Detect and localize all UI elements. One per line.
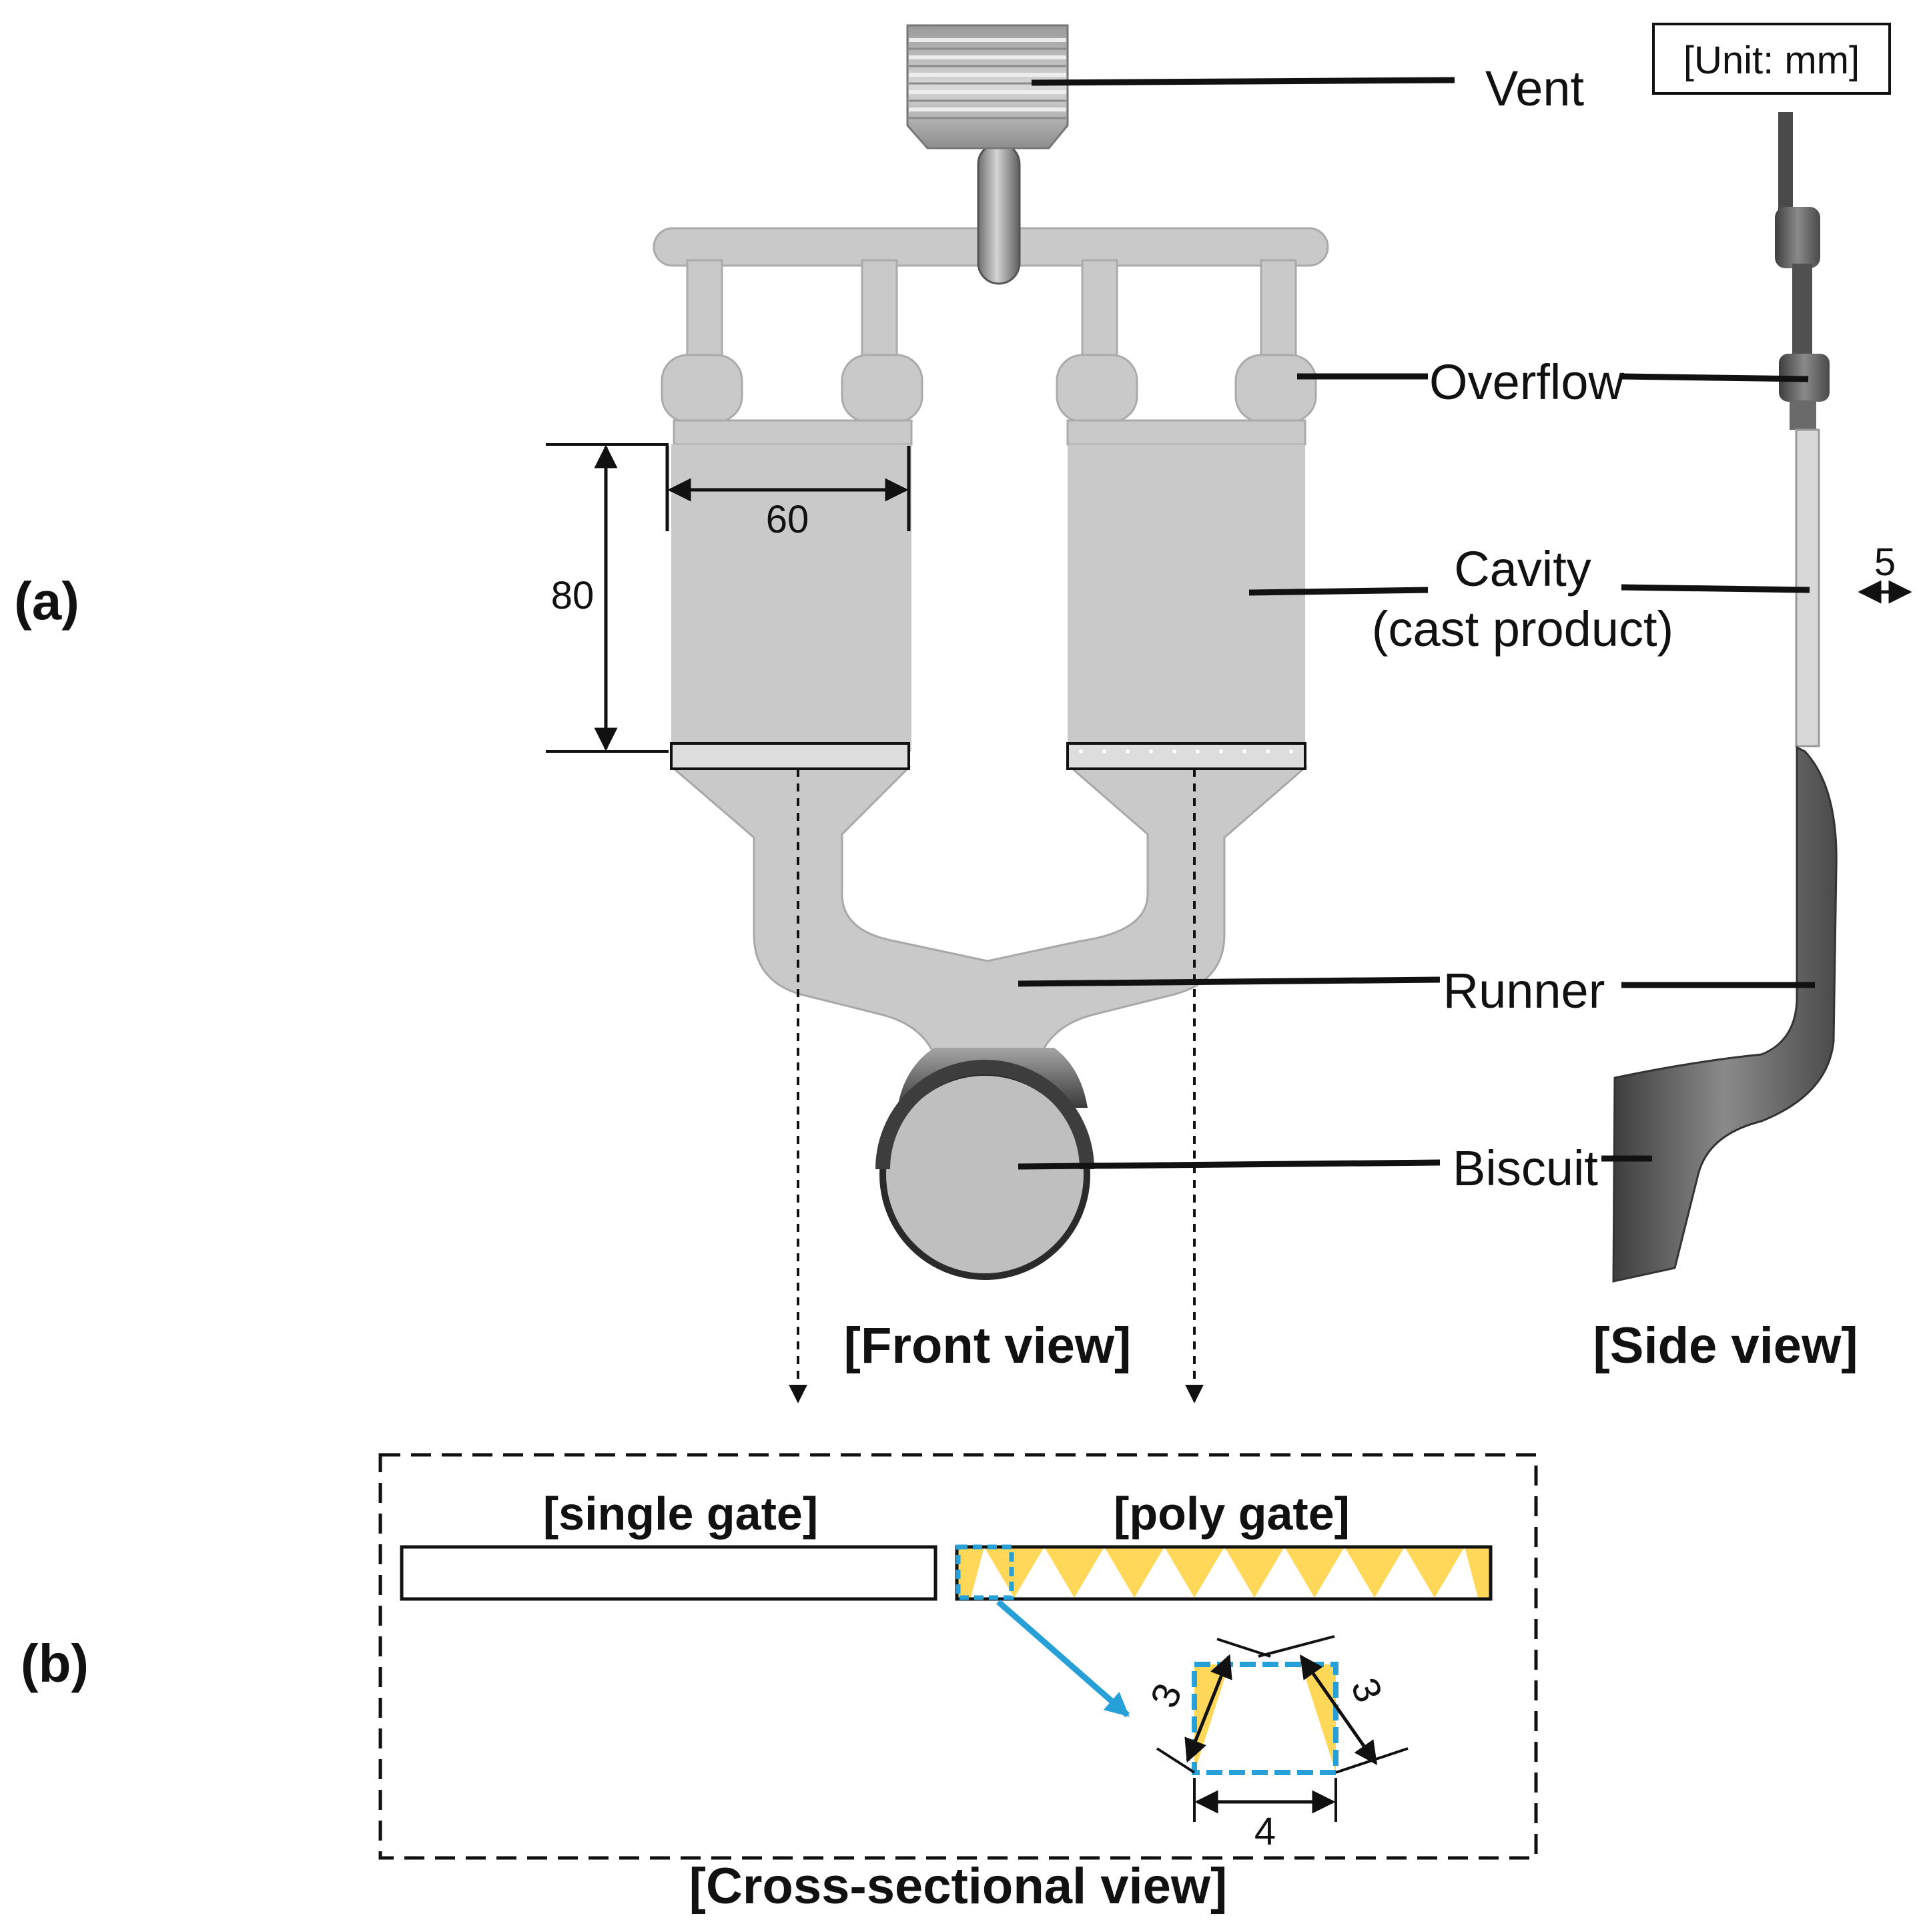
side-runner-biscuit — [1612, 745, 1838, 1283]
biscuit-part — [875, 1048, 1094, 1280]
poly-gate-title: [poly gate] — [1114, 1488, 1350, 1540]
vent-label: Vent — [1485, 61, 1585, 116]
leader-lines — [1018, 77, 1815, 1170]
thickness-label: 5 — [1874, 541, 1896, 584]
single-gate-section — [400, 1545, 937, 1601]
projection-arrows — [789, 769, 1204, 1403]
dimension-height-label: 80 — [551, 574, 595, 617]
tooth-base-label: 4 — [1254, 1810, 1276, 1853]
panel-b-label: (b) — [21, 1634, 89, 1693]
overflow-label: Overflow — [1429, 354, 1625, 410]
dimension-width-label: 60 — [766, 498, 809, 541]
gate-box-left — [670, 742, 910, 770]
vent-part — [906, 24, 1069, 285]
single-gate-title: [single gate] — [543, 1488, 818, 1540]
side-view-casting — [1612, 112, 1838, 1283]
gate-box-right — [1066, 742, 1306, 770]
cavity-note-label: (cast product) — [1372, 601, 1673, 657]
tooth-detail — [1192, 1662, 1338, 1775]
cross-section-frame — [378, 1453, 1538, 1860]
tooth-side-left-label: 3 — [1142, 1678, 1190, 1714]
side-view-title: [Side view] — [1593, 1317, 1858, 1374]
zoom-arrow — [996, 1599, 1130, 1718]
front-view-casting — [653, 24, 1329, 1280]
unit-box — [1652, 23, 1891, 95]
overflow-system — [653, 227, 1329, 446]
cavity-label: Cavity — [1454, 541, 1591, 597]
cavity-right — [1068, 444, 1305, 751]
poly-gate-section — [955, 1544, 1493, 1601]
biscuit-label: Biscuit — [1453, 1141, 1598, 1196]
poly-gate-highlight — [955, 1544, 1014, 1600]
dimension-height — [546, 443, 669, 753]
poly-gate-dots — [1079, 749, 1293, 753]
runner-part — [669, 766, 1308, 1056]
cross-section-title: [Cross-sectional view] — [689, 1858, 1228, 1915]
tooth-dimensions — [1156, 1635, 1409, 1822]
unit-label: [Unit: mm] — [1683, 39, 1860, 82]
runner-label: Runner — [1443, 963, 1605, 1018]
dimension-width — [665, 446, 911, 531]
panel-a-label: (a) — [14, 571, 79, 631]
front-view-title: [Front view] — [844, 1317, 1132, 1374]
tooth-side-right-label: 3 — [1342, 1672, 1391, 1708]
